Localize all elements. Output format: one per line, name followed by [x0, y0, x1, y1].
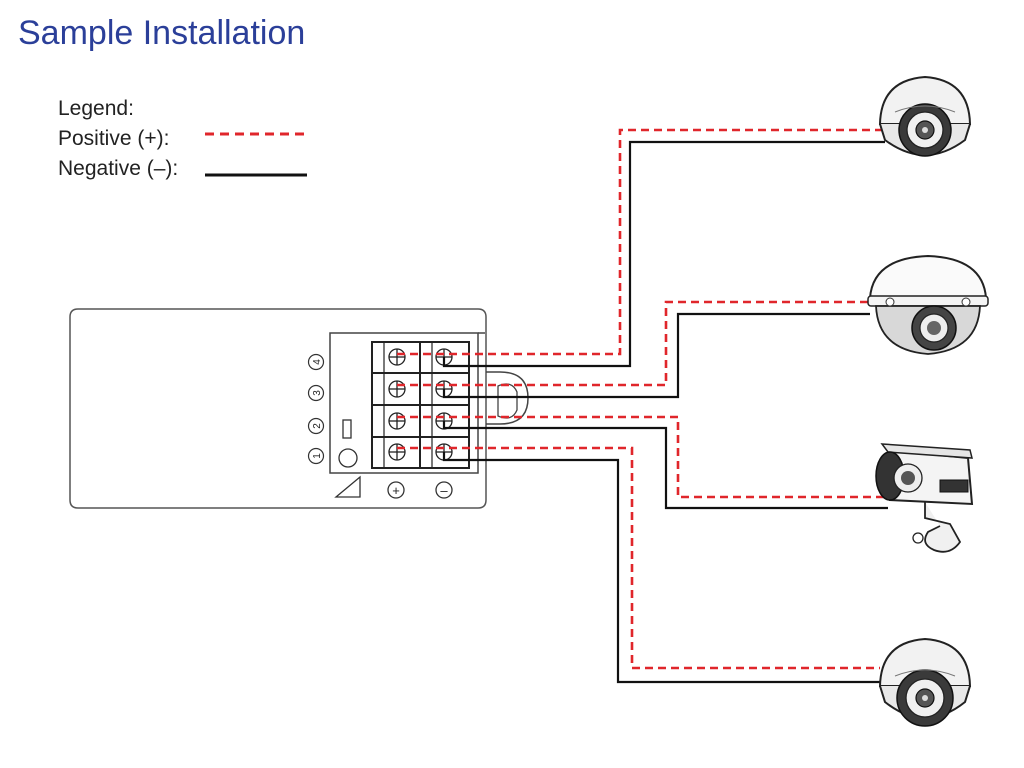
negative-terminal-symbol: –	[440, 483, 448, 498]
dome-camera-icon	[867, 254, 989, 355]
legend: Legend: Positive (+): Negative (–):	[58, 94, 178, 184]
screw-icon	[388, 412, 406, 430]
page-title: Sample Installation	[18, 14, 306, 52]
screw-icon	[388, 443, 406, 461]
channel-numbers: 1 2 3 4	[307, 353, 325, 465]
positive-wires	[397, 128, 888, 670]
screw-icon	[388, 348, 406, 366]
fuse-indicator	[342, 419, 352, 439]
negative-wire-camera-2	[442, 312, 870, 399]
channel-number-4: 4	[312, 359, 323, 365]
channel-number-3: 3	[312, 390, 323, 396]
negative-terminal-marker	[435, 481, 453, 499]
positive-terminal-marker	[387, 481, 405, 499]
legend-positive-label: Positive (+):	[58, 127, 170, 150]
positive-terminal-symbol: +	[392, 483, 400, 498]
negative-wire-camera-1	[442, 140, 885, 368]
power-distribution-box: + –	[69, 308, 529, 509]
positive-wire-camera-2	[397, 300, 870, 387]
dome-camera-icon	[878, 75, 972, 157]
negative-wire-camera-3	[442, 421, 888, 510]
channel-number-1: 1	[312, 453, 323, 459]
power-led-icon	[338, 448, 358, 468]
negative-wires	[442, 140, 888, 684]
negative-wire-camera-4	[442, 452, 880, 684]
screw-icon	[388, 380, 406, 398]
legend-heading: Legend:	[58, 97, 134, 120]
warning-triangle-icon	[334, 475, 361, 498]
bullet-camera-icon	[875, 443, 974, 553]
positive-wire-camera-4	[397, 446, 880, 670]
positive-wire-camera-1	[397, 128, 885, 356]
channel-number-2: 2	[312, 423, 323, 429]
legend-negative-label: Negative (–):	[58, 157, 179, 180]
dome-camera-icon	[878, 637, 972, 727]
